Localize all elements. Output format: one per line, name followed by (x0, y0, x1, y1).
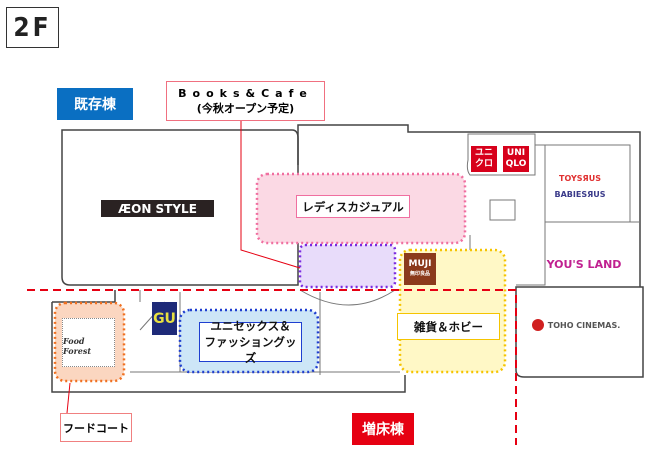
food-court-leader (66, 382, 71, 414)
annex-building-label: 増床棟 (352, 413, 414, 445)
annex-boundary (27, 289, 517, 445)
muji-logo: MUJI 無印良品 (404, 253, 436, 285)
aeon-style-logo: ÆON STYLE (101, 200, 214, 217)
lower-outline (51, 290, 406, 393)
floor-label: 2F (6, 7, 59, 48)
babiesrus-logo: BABIESЯUS (554, 189, 606, 199)
books-cafe-zone (298, 243, 397, 289)
toho-cinemas-logo: TOHO CINEMAS. (528, 317, 624, 333)
books-cafe-title: Books&Cafe (178, 87, 313, 100)
cinema-block (515, 286, 644, 378)
books-cafe-leader (240, 121, 301, 269)
gu-logo: GU (152, 302, 177, 335)
goods-label: 雑貨＆ホビー (397, 313, 500, 340)
ladies-label: レディスカジュアル (296, 195, 410, 218)
uniqlo-kana-logo: ユニクロ (471, 146, 497, 172)
unisex-label-line1: ユニセックス＆ (210, 319, 291, 333)
unisex-label: ユニセックス＆ ファッショングッズ (199, 319, 302, 365)
books-cafe-note: (今秋オープン予定) (196, 102, 295, 115)
food-court-callout: フードコート (60, 413, 132, 442)
unisex-label-line2: ファッショングッズ (204, 335, 297, 365)
yous-land-logo: YOU'S LAND (546, 257, 622, 271)
books-cafe-callout: Books&Cafe (今秋オープン予定) (166, 81, 325, 121)
toho-mark-icon (531, 319, 544, 331)
existing-building-label: 既存棟 (57, 88, 133, 120)
uniqlo-bottom: QLO (505, 159, 527, 169)
aeon-style-block (61, 129, 299, 286)
muji-sub: 無印良品 (409, 271, 430, 277)
upper-outline (297, 124, 641, 287)
toho-text: TOHO CINEMAS. (547, 320, 621, 330)
uniqlo-top: UNI (506, 148, 526, 158)
uniqlo-kana-top: ユニ (474, 148, 493, 158)
toysrus-logo: TOYSЯUS (559, 173, 601, 183)
muji-text: MUJI (408, 259, 432, 269)
food-forest-logo: Food Forest (62, 318, 115, 367)
uniqlo-kana-bottom: クロ (474, 159, 493, 169)
